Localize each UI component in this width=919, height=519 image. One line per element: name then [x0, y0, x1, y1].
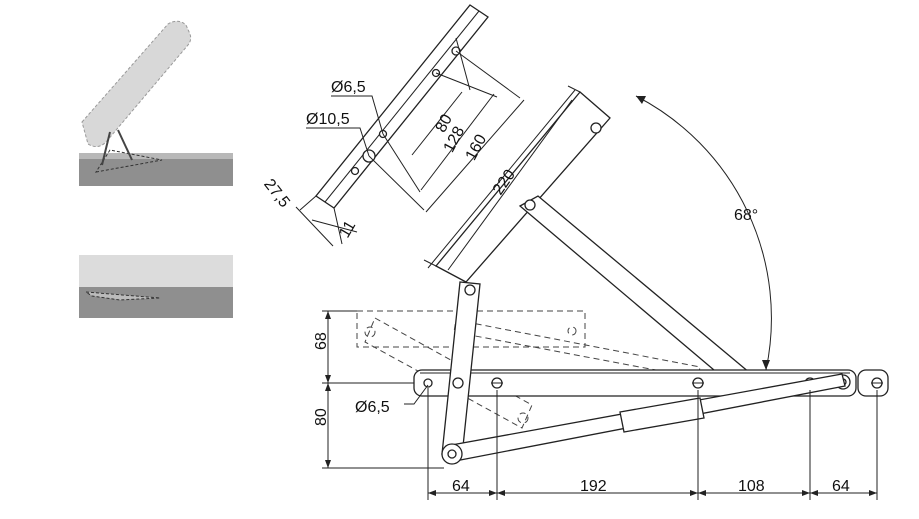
dim-height-68: 68 — [313, 332, 330, 350]
hinge-arm — [117, 129, 133, 161]
furniture-top-edge — [79, 153, 233, 159]
dim-hole-small: Ø6,5 — [331, 79, 366, 96]
mounting-plate-detail — [295, 4, 525, 247]
closed-arm-outline — [364, 317, 533, 429]
gas-spring-cylinder — [619, 397, 705, 433]
angle-arc — [635, 95, 772, 371]
pivot-hole — [590, 122, 602, 134]
stay-mechanism — [322, 85, 889, 500]
dim-hole-large: Ø10,5 — [306, 111, 350, 128]
dim-bottom-108: 108 — [738, 478, 765, 495]
dim-bottom-64-left: 64 — [452, 478, 470, 495]
dim-160: 160 — [463, 132, 491, 164]
hinge-arm — [101, 131, 111, 166]
dim-bottom-192: 192 — [580, 478, 607, 495]
dim-hole-bottom: Ø6,5 — [355, 399, 390, 416]
dim-80: 80 — [433, 112, 456, 136]
support-arm — [518, 195, 758, 393]
furniture-body-closed — [79, 287, 233, 318]
link-arm — [441, 281, 481, 457]
lid-panel — [81, 20, 192, 148]
dim-27-5: 27,5 — [260, 176, 293, 211]
illustration-lid-open — [79, 20, 233, 186]
dim-height-80: 80 — [313, 408, 330, 426]
illustration-lid-closed — [79, 255, 233, 318]
lid-panel-closed — [79, 255, 233, 287]
dim-angle: 68° — [734, 207, 758, 224]
hinge-folded — [84, 291, 161, 301]
plate-hole — [350, 166, 360, 176]
plate-centerline — [324, 10, 480, 203]
dim-11: 11 — [336, 218, 359, 241]
pivot-hole — [524, 199, 536, 211]
dim-bottom-64-right: 64 — [832, 478, 850, 495]
closed-arm-outline — [453, 319, 701, 379]
